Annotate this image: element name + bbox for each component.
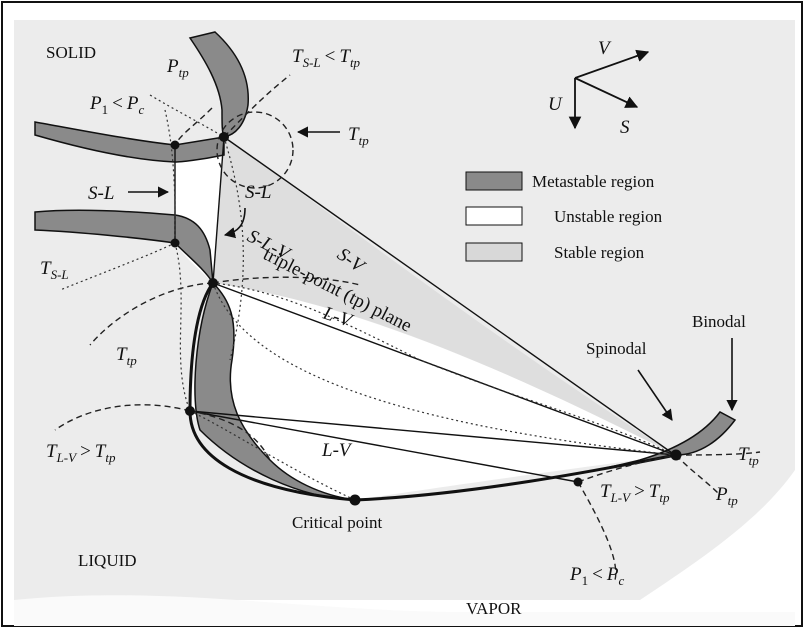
region-vapor: VAPOR	[466, 599, 522, 618]
metastable-band-solid-upper	[34, 121, 225, 163]
tie-lines	[174, 136, 677, 483]
callout-arrows	[128, 126, 738, 421]
svg-text:Ttp: Ttp	[738, 444, 759, 468]
legend-swatch-metastable	[465, 171, 523, 191]
legend-label-stable: Stable region	[554, 243, 645, 262]
sl-right-arrow	[223, 207, 246, 239]
label-ttp-arrow: Ttp	[348, 124, 369, 148]
svg-text:TS-L: TS-L	[40, 258, 69, 282]
label-critical-point: Critical point	[292, 513, 382, 532]
label-sl-right: S-L	[245, 182, 271, 203]
s-axis-arrow	[574, 77, 639, 108]
svg-text:P1<Pc: P1<Pc	[89, 93, 144, 117]
critical-point-dot	[349, 494, 361, 506]
solid-point-upper	[170, 140, 180, 150]
legend: Metastable region Unstable region Stable…	[465, 171, 663, 262]
region-solid: SOLID	[46, 43, 96, 62]
label-tsl-lt-ttp: TS-L<Ttp	[292, 46, 361, 70]
solid-point-lower	[170, 238, 180, 248]
legend-swatch-stable	[465, 242, 523, 262]
svg-text:Ptp: Ptp	[715, 484, 738, 508]
isolines	[59, 94, 676, 501]
legend-swatch-unstable	[465, 206, 523, 226]
liquid-point	[185, 406, 195, 416]
svg-text:Ttp: Ttp	[348, 124, 369, 148]
label-p1-lt-pc-bottom: P1<Pc	[569, 564, 624, 588]
svg-text:TL-V>Ttp: TL-V>Ttp	[46, 441, 116, 465]
label-tlv-gt-ttp-right: TL-V>Ttp	[600, 481, 670, 505]
triple-point-vapor	[670, 449, 682, 461]
legend-label-metastable: Metastable region	[532, 172, 655, 191]
svg-text:Ptp: Ptp	[166, 56, 189, 80]
bottom-white-band	[14, 595, 795, 626]
label-ptp-right: Ptp	[715, 484, 738, 508]
triple-point-solid	[219, 132, 229, 142]
label-ttp-right: Ttp	[738, 444, 759, 468]
axis-label-u: U	[548, 94, 563, 115]
label-spinodal: Spinodal	[586, 339, 647, 358]
label-sl-left: S-L	[88, 183, 114, 204]
state-points	[170, 132, 682, 506]
label-tlv-gt-ttp-left: TL-V>Ttp	[46, 441, 116, 465]
triple-point-liquid	[208, 278, 218, 288]
spinodal-arrow	[637, 369, 673, 421]
legend-label-unstable: Unstable region	[554, 207, 663, 226]
svg-text:Ttp: Ttp	[116, 344, 137, 368]
axis-label-s: S	[620, 117, 630, 138]
svg-text:P1<Pc: P1<Pc	[569, 564, 624, 588]
svg-text:TS-L<Ttp: TS-L<Ttp	[292, 46, 361, 70]
binodal-curve	[188, 282, 677, 502]
unstable-region	[190, 283, 675, 500]
vapor-point	[573, 477, 583, 487]
svg-text:TL-V>Ttp: TL-V>Ttp	[600, 481, 670, 505]
sv-plane-region	[213, 137, 675, 455]
metastable-band-liquid	[194, 281, 356, 501]
v-axis-arrow	[574, 49, 650, 79]
region-liquid: LIQUID	[78, 551, 137, 570]
label-p1-lt-pc-top: P1<Pc	[89, 93, 144, 117]
axis-triad	[568, 49, 650, 130]
label-lv-lower: L-V	[321, 440, 353, 461]
label-ptp-top: Ptp	[166, 56, 189, 80]
label-binodal: Binodal	[692, 312, 746, 331]
label-ttp-mid: Ttp	[116, 344, 137, 368]
axis-label-v: V	[598, 38, 612, 59]
label-tsl: TS-L	[40, 258, 69, 282]
dashed-isolines	[54, 74, 761, 581]
